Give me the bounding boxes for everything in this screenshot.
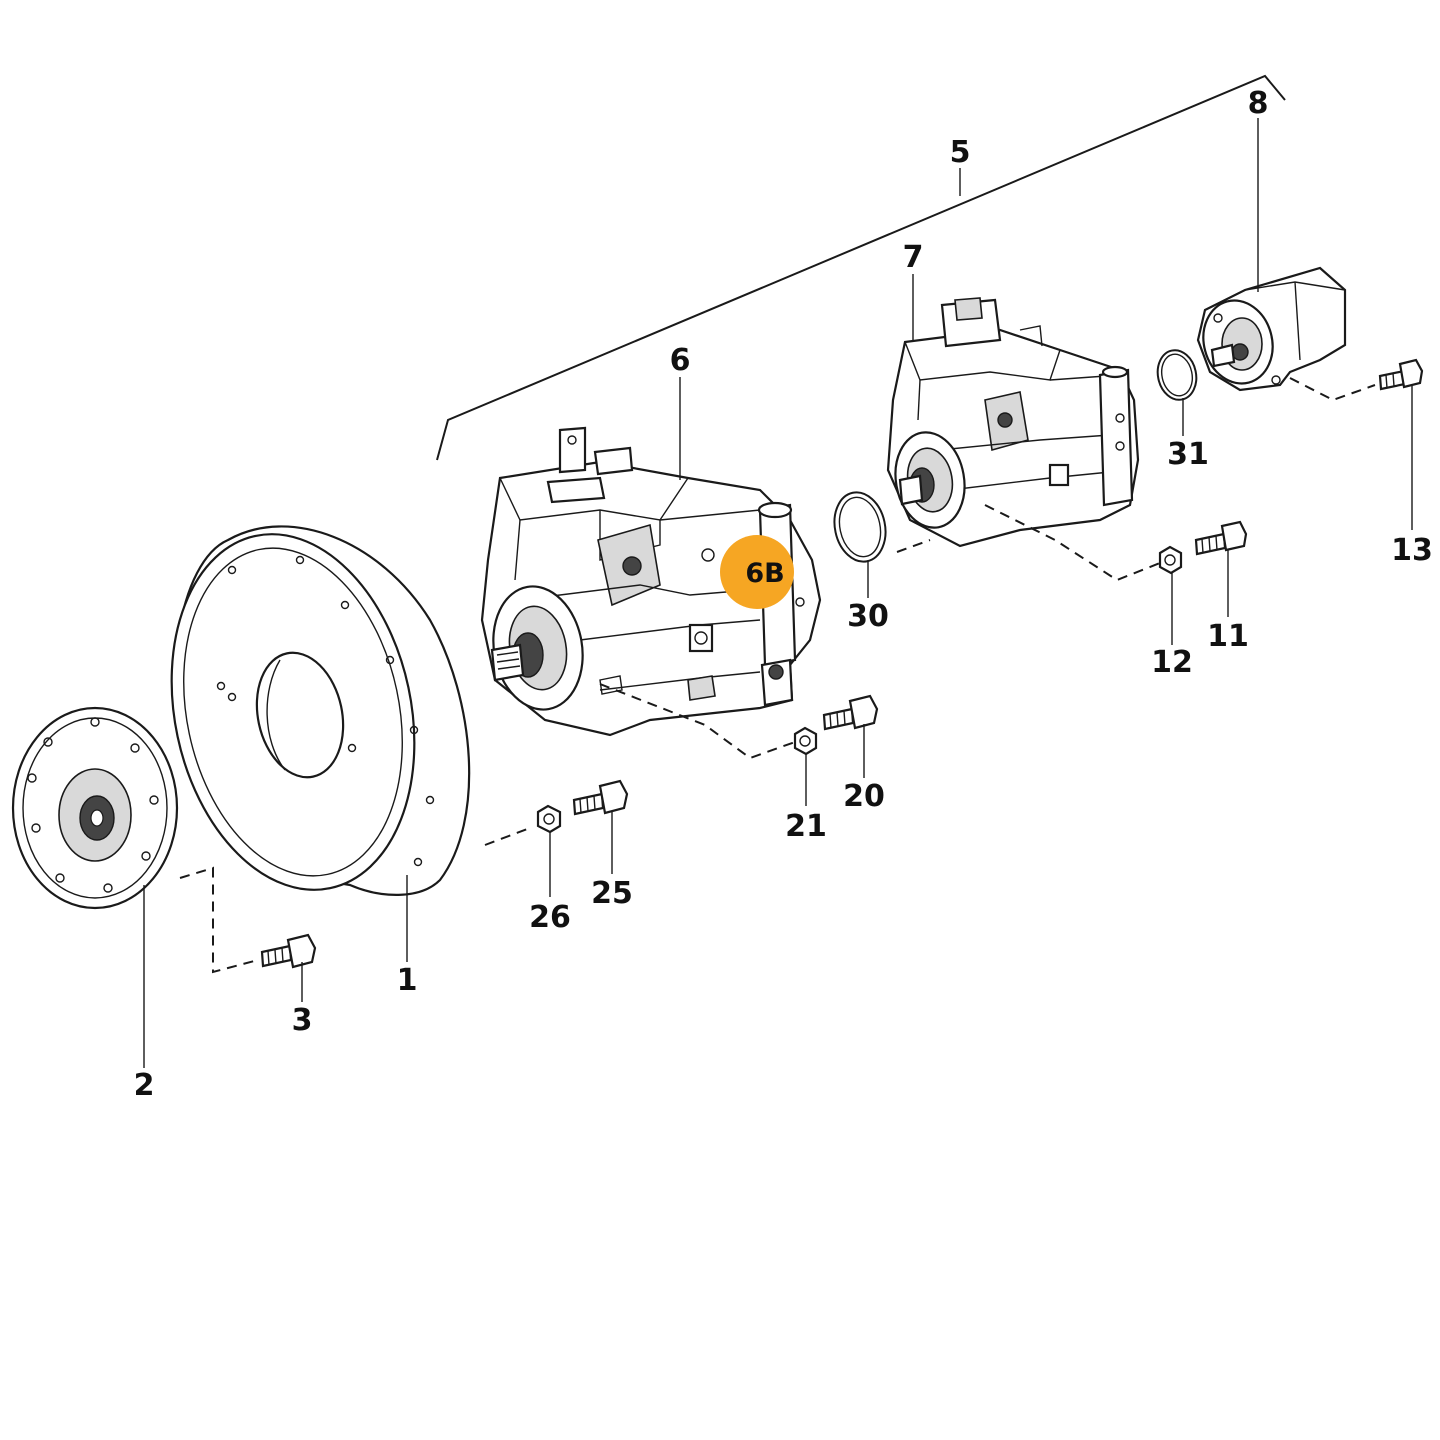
part-31-o-ring[interactable] (1153, 347, 1201, 404)
part-25-bolt[interactable] (572, 779, 629, 816)
callout-7: 7 (903, 240, 924, 275)
callout-25: 25 (591, 876, 633, 911)
callout-11: 11 (1207, 619, 1249, 654)
part-7-second-pump[interactable] (886, 297, 1140, 548)
callout-30: 30 (847, 599, 889, 634)
callout-2: 2 (134, 1068, 155, 1103)
callout-21: 21 (785, 809, 827, 844)
callout-5: 5 (950, 135, 971, 170)
highlight-circle[interactable] (720, 535, 794, 609)
callout-8: 8 (1248, 86, 1269, 121)
part-13-bolt[interactable] (1378, 358, 1424, 391)
part-30-o-ring[interactable] (828, 488, 891, 567)
part-1-bell-housing[interactable] (140, 511, 471, 912)
assembly-bracket-5 (436, 74, 1286, 461)
assembly-guide-lines (179, 377, 1376, 974)
part-3-bolt[interactable] (260, 933, 317, 969)
highlight-label: 6B (745, 558, 784, 589)
callout-13: 13 (1391, 533, 1433, 568)
callout-31: 31 (1167, 437, 1209, 472)
callout-3: 3 (292, 1003, 313, 1038)
part-21-nut[interactable] (793, 726, 818, 756)
part-11-bolt[interactable] (1194, 520, 1248, 556)
highlight-marker-6b[interactable]: 6B (720, 535, 794, 609)
part-20-bolt[interactable] (822, 694, 879, 731)
callout-labels: 1 2 3 5 6 7 8 11 12 13 20 21 25 26 30 31 (134, 86, 1433, 1103)
callout-12: 12 (1151, 645, 1193, 680)
leader-lines (143, 118, 1413, 1068)
part-26-nut[interactable] (536, 804, 562, 834)
callout-20: 20 (843, 779, 885, 814)
part-12-nut[interactable] (1158, 545, 1183, 575)
callout-1: 1 (397, 963, 418, 998)
callout-26: 26 (529, 900, 571, 935)
part-2-flange-disc[interactable] (11, 706, 179, 910)
callout-6: 6 (670, 343, 691, 378)
part-8-gear-pump[interactable] (1194, 266, 1347, 392)
